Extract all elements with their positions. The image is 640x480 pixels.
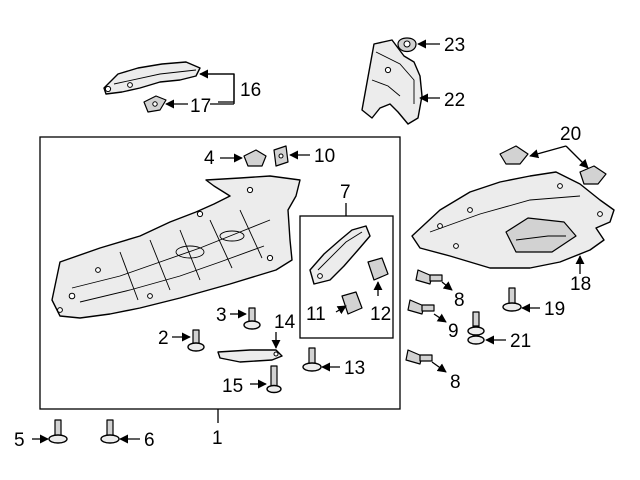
part-19-bolt <box>502 287 522 312</box>
clip-11-leader <box>335 305 347 315</box>
part-13-bolt <box>302 347 322 372</box>
callout-12: 12 <box>370 304 391 325</box>
clip-20-leader-b <box>565 145 589 169</box>
part-18-rear-shield <box>411 171 615 269</box>
part-20-clip-b <box>579 165 607 185</box>
callout-23: 23 <box>444 35 465 56</box>
screw-9-leader <box>433 313 447 323</box>
part-17-clip <box>143 95 167 113</box>
callout-5: 5 <box>14 430 25 451</box>
part-6-bolt <box>100 419 120 444</box>
callout-4: 4 <box>204 148 215 169</box>
part-11-clip <box>341 291 363 315</box>
screw-8a-leader <box>441 281 453 291</box>
part-8-screw-b <box>405 349 433 365</box>
callout-19: 19 <box>544 299 565 320</box>
callout-2: 2 <box>158 328 169 349</box>
callout-7: 7 <box>340 182 351 203</box>
callout-14: 14 <box>274 312 296 333</box>
callout-10: 10 <box>314 146 335 167</box>
callout-20: 20 <box>560 124 581 145</box>
callout-16: 16 <box>240 80 261 101</box>
part-2-bolt <box>187 329 205 352</box>
part-3-bolt <box>243 307 261 330</box>
callout-1: 1 <box>212 428 223 449</box>
callout-13: 13 <box>344 358 365 379</box>
callout-3: 3 <box>216 305 227 326</box>
part-12-clip <box>367 257 389 281</box>
part-21-bolt <box>467 311 485 345</box>
part-22-shield <box>361 39 423 125</box>
callout-9: 9 <box>448 321 459 342</box>
part-15-bolt <box>266 365 282 394</box>
part-14-bracket <box>217 349 283 363</box>
part-8-screw-a <box>415 269 443 285</box>
callout-11: 11 <box>306 304 326 325</box>
part-16-bracket <box>103 61 201 95</box>
part-9-screw <box>407 299 435 315</box>
callout-21: 21 <box>510 331 531 352</box>
part-10-clip <box>273 145 289 167</box>
part-4-clip <box>243 149 267 167</box>
part-7-brace <box>309 225 371 285</box>
callout-8a: 8 <box>454 290 465 311</box>
callout-22: 22 <box>444 90 465 111</box>
callout-18: 18 <box>570 274 591 295</box>
assembly-frame-1 <box>39 136 401 410</box>
part-23-grommet <box>397 37 417 53</box>
part-5-bolt <box>48 419 68 444</box>
part-1-underbody-shield <box>51 175 301 319</box>
part-20-clip-a <box>499 145 529 165</box>
clip-20-leader-a <box>529 145 567 159</box>
callout-6: 6 <box>144 430 155 451</box>
screw-8b-leader <box>431 361 447 373</box>
callout-15: 15 <box>222 376 243 397</box>
callout-8b: 8 <box>450 372 461 393</box>
callout-17: 17 <box>190 96 211 117</box>
